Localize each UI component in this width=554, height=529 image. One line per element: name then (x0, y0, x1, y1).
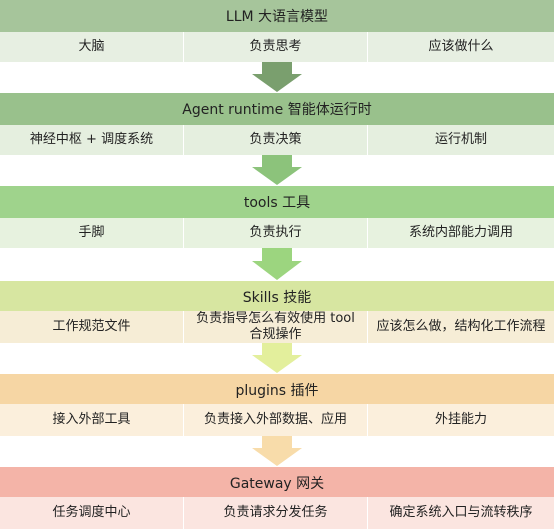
layer-2-row: 手脚 负责执行 系统内部能力调用 (0, 218, 554, 248)
layer-4-cell-2: 外挂能力 (434, 412, 487, 427)
layer-5-cell-2: 确定系统入口与流转秩序 (389, 505, 533, 520)
layer-0-arrow-shape (252, 62, 302, 92)
layer-4-cell-0: 接入外部工具 (0, 404, 184, 436)
layer-0-cell-0: 大脑 (0, 32, 184, 62)
layer-0-down-arrow (252, 62, 302, 92)
layer-4-down-arrow (252, 436, 302, 466)
layer-3-down-arrow (252, 343, 302, 373)
layer-2-cell-0: 手脚 (0, 218, 184, 248)
layer-1-cell-1: 负责决策 (184, 125, 368, 155)
layer-3-title: Skills 技能 (242, 290, 312, 306)
layer-4-row: 接入外部工具 负责接入外部数据、应用 外挂能力 (0, 404, 554, 436)
layer-1-down-arrow (252, 155, 302, 185)
layer-5-header: Gateway 网关 (0, 467, 554, 500)
layer-3-arrow-shape (252, 343, 302, 373)
layer-1-title: Agent runtime 智能体运行时 (182, 102, 372, 118)
layer-1-arrow-shape (252, 155, 302, 185)
layer-3-cell-2: 应该怎么做，结构化工作流程 (376, 319, 546, 334)
layer-0-title: LLM 大语言模型 (225, 9, 329, 25)
layer-5-row: 任务调度中心 负责请求分发任务 确定系统入口与流转秩序 (0, 497, 554, 529)
layer-4-title: plugins 插件 (235, 383, 319, 399)
layer-5-cell-1: 负责请求分发任务 (184, 497, 368, 529)
layer-0-cell-1: 负责思考 (184, 32, 368, 62)
layer-2-cell-2: 系统内部能力调用 (408, 225, 513, 240)
layer-3-cell-0: 工作规范文件 (0, 311, 184, 343)
layer-2-down-arrow (252, 248, 302, 280)
layer-3-row: 工作规范文件 负责指导怎么有效使用 tool 合规操作 应该怎么做，结构化工作流… (0, 311, 554, 343)
layer-2-title: tools 工具 (243, 195, 311, 211)
layer-0-header: LLM 大语言模型 (0, 0, 554, 33)
layer-2-cell-1: 负责执行 (184, 218, 368, 248)
layer-4-arrow-shape (252, 436, 302, 466)
layer-4-cell-1: 负责接入外部数据、应用 (184, 404, 368, 436)
layer-4-header: plugins 插件 (0, 374, 554, 407)
layer-1-cell-2: 运行机制 (434, 132, 487, 147)
layer-5-cell-0: 任务调度中心 (0, 497, 184, 529)
layer-3-cell-1: 负责指导怎么有效使用 tool 合规操作 (184, 311, 368, 343)
layer-5-title: Gateway 网关 (229, 476, 325, 492)
layer-0-cell-2: 应该做什么 (428, 39, 494, 54)
layer-0-row: 大脑 负责思考 应该做什么 (0, 32, 554, 62)
layer-1-header: Agent runtime 智能体运行时 (0, 93, 554, 126)
layer-2-arrow-shape (252, 248, 302, 280)
layer-2-header: tools 工具 (0, 186, 554, 219)
layer-1-row: 神经中枢 + 调度系统 负责决策 运行机制 (0, 125, 554, 155)
layer-1-cell-0: 神经中枢 + 调度系统 (0, 125, 184, 155)
layer-3-header: Skills 技能 (0, 281, 554, 314)
